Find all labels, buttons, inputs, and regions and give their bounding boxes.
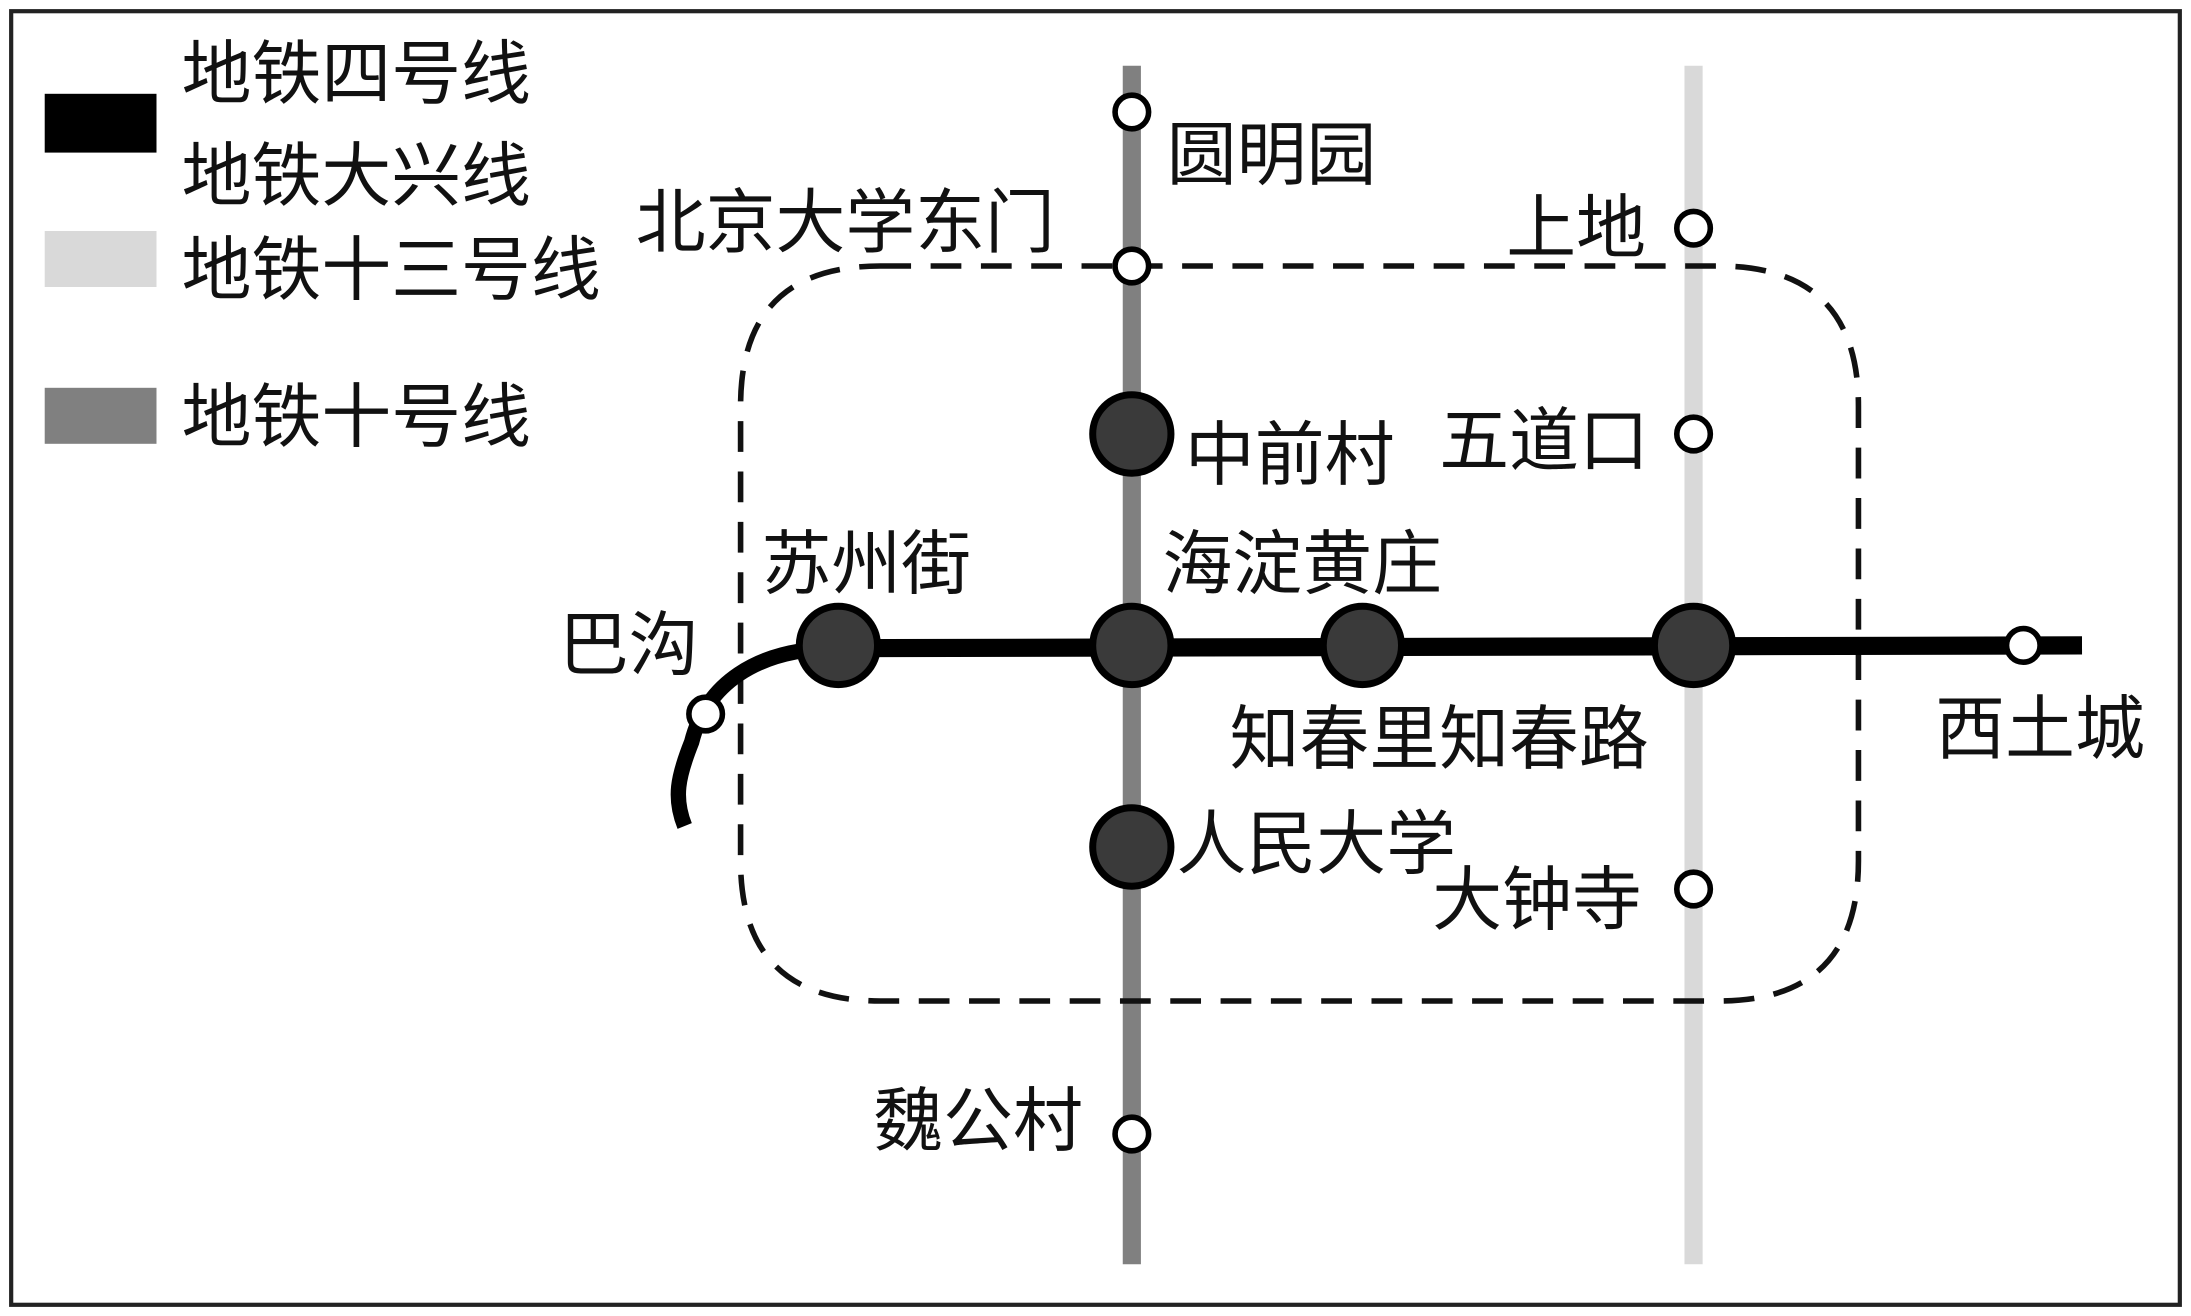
- legend-swatch-line10: [44, 387, 157, 444]
- label-zhongqiancun: 中前村: [1185, 415, 1395, 496]
- label-pku-east-gate: 北京大学东门: [636, 182, 1055, 263]
- line4-track: [838, 636, 2083, 658]
- label-shangdi: 上地: [1506, 188, 1646, 269]
- label-bagou: 巴沟: [559, 605, 699, 686]
- label-weigongcun: 魏公村: [873, 1081, 1083, 1162]
- label-renmin-university: 人民大学: [1177, 804, 1456, 885]
- legend-swatch-line13: [44, 231, 157, 287]
- station-shangdi[interactable]: [1673, 208, 1714, 248]
- label-haidianhuangzhuang: 海淀黄庄: [1163, 524, 1442, 605]
- station-zhichunlu[interactable]: [1650, 602, 1737, 689]
- dashed-area-boundary: [737, 263, 1862, 1004]
- label-yuanmingyuan: 圆明园: [1167, 115, 1377, 196]
- station-yuanmingyuan[interactable]: [1112, 92, 1152, 132]
- station-dazhongsi[interactable]: [1673, 869, 1714, 909]
- station-haidianhuangzhuang[interactable]: [1089, 602, 1175, 689]
- label-wudaokou: 五道口: [1439, 401, 1649, 482]
- label-dazhongsi: 大钟寺: [1432, 860, 1642, 941]
- legend-swatch-line4-daxing: [44, 93, 157, 153]
- station-bagou[interactable]: [686, 694, 726, 734]
- station-wudaokou[interactable]: [1673, 414, 1714, 454]
- label-suzhoujie: 苏州街: [762, 524, 972, 605]
- station-pku-east-gate[interactable]: [1112, 246, 1152, 286]
- label-xitucheng: 西土城: [1935, 689, 2145, 770]
- station-weigongcun[interactable]: [1112, 1114, 1152, 1154]
- label-zhichunli-zhichunlu: 知春里知春路: [1230, 699, 1649, 780]
- station-suzhoujie[interactable]: [795, 602, 882, 689]
- station-xitucheng[interactable]: [2003, 625, 2043, 665]
- station-renmin-university[interactable]: [1089, 804, 1175, 890]
- legend-label-line13: 地铁十三号线: [182, 230, 601, 311]
- station-zhichunli[interactable]: [1319, 602, 1406, 689]
- legend-label-line4: 地铁四号线: [182, 34, 531, 115]
- legend-label-line10: 地铁十号线: [182, 377, 531, 458]
- legend-label-daxing: 地铁大兴线: [182, 136, 531, 217]
- station-zhongqiancun[interactable]: [1089, 391, 1175, 477]
